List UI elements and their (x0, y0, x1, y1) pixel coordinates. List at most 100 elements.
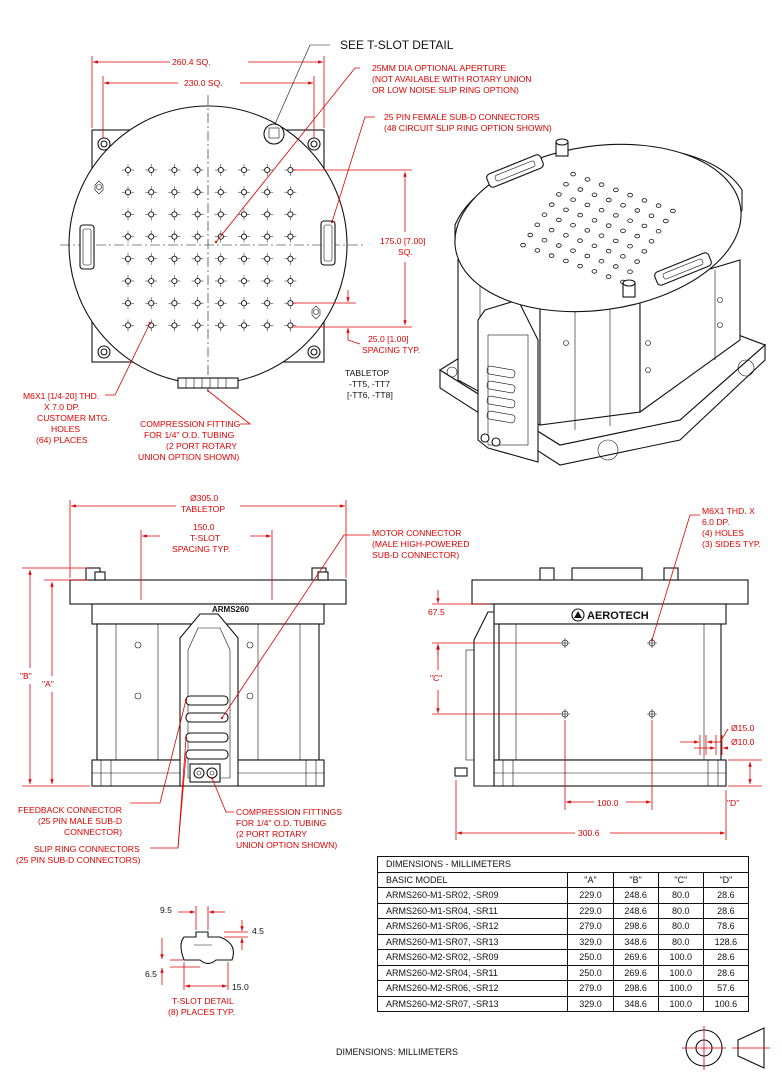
fittings-line4: UNION OPTION SHOWN) (236, 840, 337, 850)
iso-hole (548, 253, 555, 258)
iso-hole (570, 197, 576, 202)
front-model-label: ARMS260 (212, 605, 249, 614)
iso-hole (612, 238, 619, 244)
dim-260: 260.4 SQ. (172, 57, 211, 67)
mounting-hole (145, 230, 158, 243)
mounting-hole (145, 252, 158, 265)
mounting-hole (122, 230, 134, 243)
cell: 348.6 (612, 995, 659, 1012)
iso-hole (655, 228, 662, 234)
holes-line3: CUSTOMER MTG. (37, 413, 110, 423)
motor-line3: SUB-D CONNECTOR) (372, 550, 459, 560)
brand-logo: AEROTECH (571, 608, 649, 622)
iso-hole (520, 242, 526, 248)
iso-hole (662, 218, 669, 224)
cell: 57.6 (702, 980, 750, 997)
cell: 100.0 (657, 949, 704, 966)
mounting-hole (191, 319, 204, 332)
compression-line1: COMPRESSION FITTING (140, 419, 241, 429)
holes-line2: X 7.0 DP. (44, 402, 80, 412)
iso-hole (555, 243, 562, 248)
holes-line1: M6X1 [1/4-20] THD. (23, 391, 99, 401)
slipring-line2: (25 PIN SUB-D CONNECTORS) (16, 855, 141, 865)
cell: 80.0 (657, 933, 704, 950)
mounting-hole (238, 252, 250, 265)
dia-15: Ø15.0 (731, 723, 755, 733)
tabletop-label: TABLETOP (345, 368, 389, 378)
mounting-hole (214, 275, 227, 287)
cell: 28.6 (702, 964, 750, 981)
iso-hole (570, 248, 576, 253)
side-view-labels: M6X1 THD. X 6.0 DP. (4) HOLES (3) SIDES … (428, 506, 761, 838)
iso-hole (577, 187, 584, 192)
iso-hole (555, 217, 562, 223)
iso-hole (613, 213, 619, 218)
col-b: "B" (612, 871, 659, 888)
tslot-caption2: (8) PLACES TYP. (168, 1007, 235, 1017)
front-view-labels: Ø305.0 TABLETOP 150.0 T-SLOT SPACING TYP… (16, 493, 469, 865)
iso-hole (563, 207, 569, 212)
cell: 279.0 (567, 980, 614, 997)
iso-hole (627, 218, 633, 223)
mounting-hole (284, 319, 297, 332)
iso-hole (577, 212, 583, 218)
iso-hole (613, 187, 619, 193)
mounting-hole (261, 230, 274, 243)
mounting-hole (238, 208, 250, 221)
iso-hole (563, 233, 569, 238)
mounting-hole (122, 252, 134, 265)
mounting-hole (122, 186, 134, 199)
cell: ARMS260-M1-SR02, -SR09 (376, 887, 569, 904)
mounting-hole (168, 230, 181, 243)
iso-hole (563, 258, 569, 264)
iso-hole (591, 243, 598, 248)
top-view-labels: 260.4 SQ. 230.0 SQ. SEE T-SLOT DETAIL 25… (23, 38, 552, 462)
front-diameter-tabletop: TABLETOP (181, 504, 225, 514)
cell: 250.0 (567, 964, 614, 981)
front-view: ARMS260 (22, 500, 370, 849)
mounting-hole (214, 186, 227, 199)
aperture-line3: OR LOW NOISE SLIP RING OPTION) (372, 85, 519, 95)
iso-hole (527, 232, 534, 238)
cell: 80.0 (657, 887, 704, 904)
mounting-hole (168, 164, 181, 176)
cell: 80.0 (657, 902, 704, 919)
corner-holes (97, 137, 321, 359)
cell: ARMS260-M2-SR02, -SR09 (376, 949, 569, 966)
cell: 298.6 (612, 918, 659, 935)
cell: 100.0 (657, 995, 704, 1012)
mounting-hole (145, 186, 158, 199)
front-diameter: Ø305.0 (190, 493, 218, 503)
cell: 28.6 (702, 887, 750, 904)
iso-hole (548, 227, 555, 233)
col-basic-model: BASIC MODEL (376, 871, 569, 888)
tslot-9-5: 9.5 (160, 905, 172, 915)
mounting-hole (214, 297, 227, 310)
tslot-caption1: T-SLOT DETAIL (172, 996, 234, 1006)
iso-hole (548, 202, 555, 207)
side-view: AEROTECH (432, 514, 762, 840)
iso-hole-grid (520, 171, 676, 285)
tabletop-tt6: [-TT6, -TT8] (347, 390, 393, 400)
cell: 229.0 (567, 902, 614, 919)
cell: 298.6 (612, 980, 659, 997)
iso-hole (605, 223, 612, 228)
mounting-hole (145, 275, 158, 287)
iso-hole (605, 197, 612, 203)
iso-hole (591, 192, 598, 197)
iso-hole (605, 274, 612, 279)
cell: 269.6 (612, 964, 659, 981)
mounting-hole (261, 252, 274, 265)
mounting-hole (261, 164, 274, 176)
mounting-hole (214, 208, 227, 221)
cell: 279.0 (567, 918, 614, 935)
side-holes-line1: M6X1 THD. X (702, 506, 755, 516)
fittings-line2: FOR 1/4" O.D. TUBING (236, 818, 327, 828)
iso-hole (577, 263, 583, 269)
mounting-hole (284, 186, 297, 199)
mounting-hole (122, 164, 134, 176)
cell: 28.6 (702, 902, 750, 919)
